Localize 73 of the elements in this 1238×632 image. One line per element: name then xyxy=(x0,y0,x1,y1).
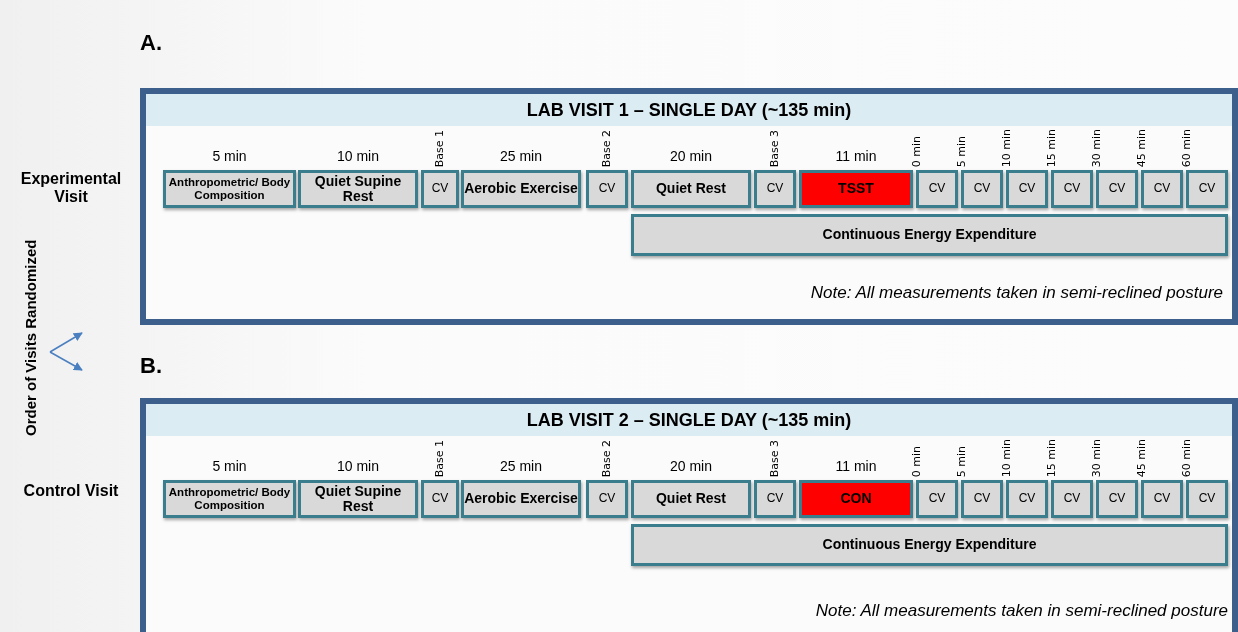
process-box: CV xyxy=(1186,170,1228,208)
process-box: CV xyxy=(586,480,628,518)
process-box: Anthropometric/ Body Composition xyxy=(163,480,296,518)
process-box: CV xyxy=(916,480,958,518)
process-box: CV xyxy=(961,480,1003,518)
process-bar: Continuous Energy Expenditure xyxy=(631,214,1228,256)
duration-label: 45 min xyxy=(1135,128,1148,167)
duration-label: 30 min xyxy=(1090,438,1103,477)
duration-label: 60 min xyxy=(1180,128,1193,167)
duration-label: 25 min xyxy=(499,458,543,474)
duration-label: 10 min xyxy=(1000,438,1013,477)
duration-label: Base 2 xyxy=(600,129,613,167)
process-box: CV xyxy=(1006,480,1048,518)
process-box: Quiet Supine Rest xyxy=(298,170,418,208)
process-box: CV xyxy=(754,170,796,208)
duration-label: 10 min xyxy=(336,458,380,474)
process-box: CV xyxy=(1186,480,1228,518)
duration-label: 15 min xyxy=(1045,438,1058,477)
duration-label: 20 min xyxy=(669,458,713,474)
process-box: CV xyxy=(916,170,958,208)
duration-label: 0 min xyxy=(910,445,923,477)
row-label: Control Visit xyxy=(22,482,120,500)
duration-label: Base 3 xyxy=(768,129,781,167)
duration-label: 15 min xyxy=(1045,128,1058,167)
duration-label: 11 min xyxy=(834,458,878,474)
process-box: Quiet Rest xyxy=(631,480,751,518)
duration-label: 45 min xyxy=(1135,438,1148,477)
process-box: CV xyxy=(1141,480,1183,518)
process-box: Quiet Supine Rest xyxy=(298,480,418,518)
duration-label: 10 min xyxy=(336,148,380,164)
duration-label: 5 min xyxy=(955,135,968,167)
process-box: CV xyxy=(1096,480,1138,518)
process-box: CV xyxy=(754,480,796,518)
duration-label: 20 min xyxy=(669,148,713,164)
duration-label: 25 min xyxy=(499,148,543,164)
note-text: Note: All measurements taken in semi-reclined posture xyxy=(810,283,1223,303)
duration-label: Base 2 xyxy=(600,439,613,477)
row-label: Experimental Visit xyxy=(19,170,123,206)
duration-label: 5 min xyxy=(955,445,968,477)
highlight-box: TSST xyxy=(799,170,913,208)
process-box: CV xyxy=(421,480,459,518)
duration-label: 5 min xyxy=(211,458,248,474)
process-box: CV xyxy=(1051,170,1093,208)
process-box: Aerobic Exercise xyxy=(461,480,581,518)
panel-header: LAB VISIT 1 – SINGLE DAY (~135 min) xyxy=(146,94,1232,126)
process-box: CV xyxy=(1141,170,1183,208)
panel-letter: A. xyxy=(140,30,162,56)
duration-label: 0 min xyxy=(910,135,923,167)
process-box: CV xyxy=(421,170,459,208)
note-text: Note: All measurements taken in semi-reclined posture xyxy=(815,601,1228,621)
process-box: Quiet Rest xyxy=(631,170,751,208)
highlight-box: CON xyxy=(799,480,913,518)
process-box: Aerobic Exercise xyxy=(461,170,581,208)
process-box: CV xyxy=(1096,170,1138,208)
process-bar: Continuous Energy Expenditure xyxy=(631,524,1228,566)
duration-label: 60 min xyxy=(1180,438,1193,477)
duration-label: 10 min xyxy=(1000,128,1013,167)
duration-label: 5 min xyxy=(211,148,248,164)
process-box: CV xyxy=(1051,480,1093,518)
panel-header: LAB VISIT 2 – SINGLE DAY (~135 min) xyxy=(146,404,1232,436)
duration-label: Base 1 xyxy=(433,129,446,167)
process-box: CV xyxy=(1006,170,1048,208)
duration-label: Base 3 xyxy=(768,439,781,477)
duration-label: 11 min xyxy=(834,148,878,164)
process-box: CV xyxy=(961,170,1003,208)
panel-frame xyxy=(140,88,1238,325)
panel-frame xyxy=(140,398,1238,632)
panel-letter: B. xyxy=(140,353,162,379)
process-box: Anthropometric/ Body Composition xyxy=(163,170,296,208)
duration-label: 30 min xyxy=(1090,128,1103,167)
process-box: CV xyxy=(586,170,628,208)
duration-label: Base 1 xyxy=(433,439,446,477)
side-label: Order of Visits Randomized xyxy=(22,238,39,438)
